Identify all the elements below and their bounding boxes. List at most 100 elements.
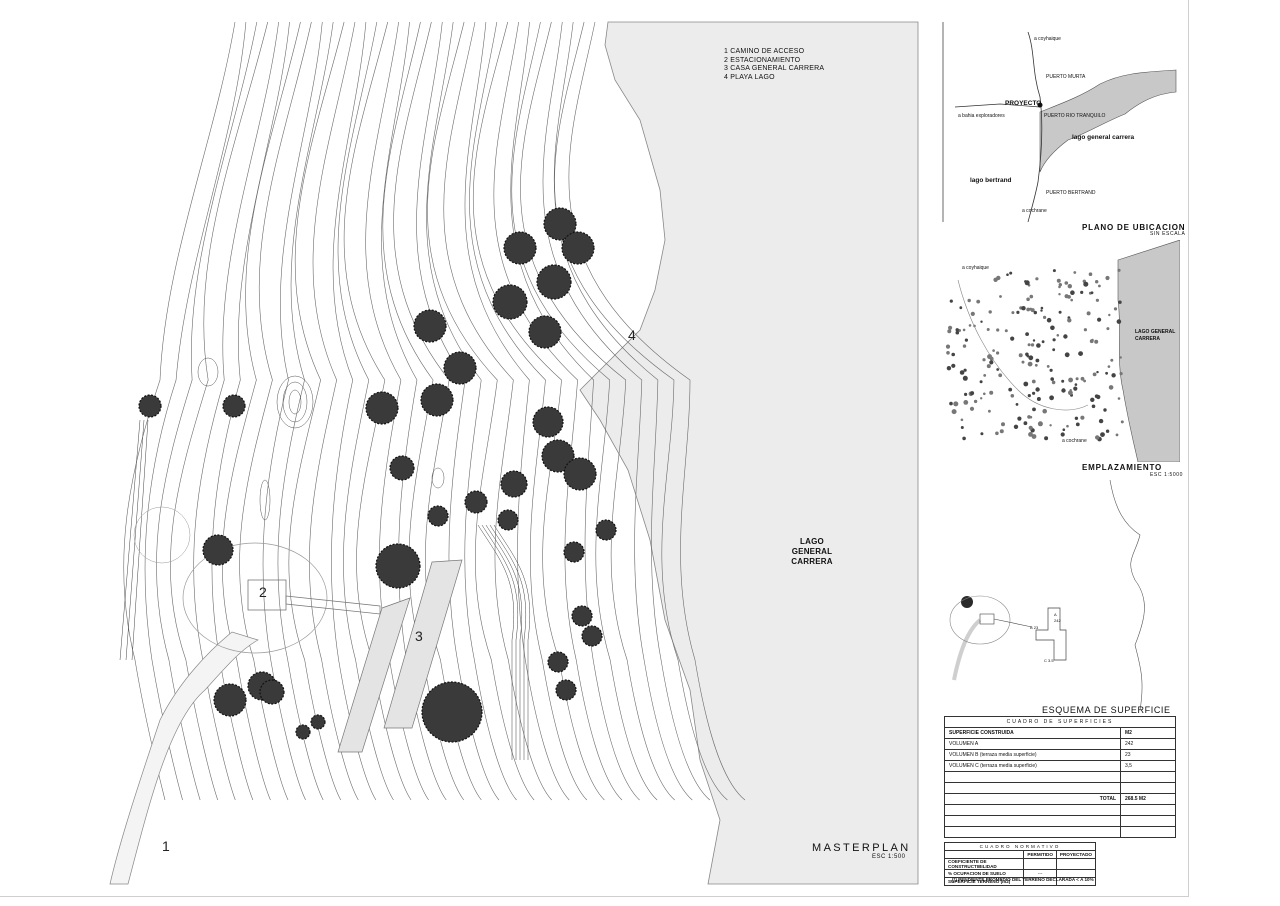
contour-line [239, 21, 312, 801]
vegetation-dot [1098, 418, 1104, 424]
vegetation-dot [996, 275, 1001, 281]
vegetation-dot [1010, 336, 1015, 341]
tree-symbol [222, 394, 246, 418]
tree-symbol [202, 534, 234, 566]
vegetation-dot [1083, 328, 1087, 332]
vegetation-dot [996, 351, 1000, 355]
contour-line [123, 21, 236, 801]
vegetation-dot [999, 429, 1004, 434]
vegetation-dot [962, 436, 966, 441]
vegetation-dot [945, 344, 951, 349]
vegetation-dot [1050, 325, 1055, 331]
tree-symbol [497, 509, 519, 531]
tree-symbol [464, 490, 488, 514]
normative-table-cell [1055, 877, 1097, 886]
plan-number-2: 2 [259, 584, 267, 600]
vegetation-dot [989, 360, 994, 365]
vegetation-dot [1068, 377, 1073, 383]
site-plan-map [945, 240, 1180, 462]
road-line [1027, 31, 1043, 222]
tree-symbol [543, 207, 577, 241]
surface-scheme [949, 480, 1145, 710]
tree-symbol [581, 625, 603, 647]
vegetation-dot [996, 328, 1000, 332]
vegetation-dot [980, 432, 984, 436]
vegetation-dot [1021, 360, 1025, 364]
vegetation-dot [1088, 272, 1093, 276]
vegetation-dot [1023, 421, 1028, 426]
vegetation-dot [960, 426, 964, 429]
vegetation-dot [983, 374, 987, 377]
vegetation-dot [1095, 435, 1100, 440]
vegetation-dot [1051, 380, 1056, 385]
contour-line [511, 21, 658, 801]
location-plan-subtitle: SIN ESCALA [1150, 231, 1186, 237]
vegetation-dot [1058, 285, 1061, 289]
tree-symbol [561, 231, 595, 265]
vegetation-dot [983, 392, 986, 396]
scheme-coast [1109, 480, 1145, 710]
vegetation-dot [1031, 379, 1036, 384]
tree-symbol [571, 605, 593, 627]
vegetation-dot [1006, 273, 1009, 276]
vegetation-dot [1117, 397, 1121, 400]
tree-symbol [555, 679, 577, 701]
vegetation-dot [986, 364, 991, 369]
vegetation-dot [960, 418, 964, 422]
site-road [957, 279, 1089, 411]
vegetation-dot [1067, 284, 1072, 289]
tree-symbol [365, 391, 399, 425]
lake-area [579, 21, 919, 885]
vegetation-dot [1001, 422, 1005, 427]
map-label: a bahia exploradores [958, 113, 1005, 119]
masterplan-drawing [109, 21, 919, 885]
surface-table-cell: 268.5 M2 [1120, 793, 1176, 805]
normative-table-title: CUADRO NORMATIVO [944, 842, 1096, 851]
vegetation-dot [1115, 433, 1119, 437]
vegetation-dot [1028, 355, 1034, 361]
contour-line [277, 21, 334, 801]
vegetation-dot [1029, 294, 1034, 299]
contour-line [542, 21, 693, 801]
vegetation-dot [1096, 394, 1101, 400]
surface-table-row [944, 771, 1176, 783]
vegetation-dot [1036, 343, 1041, 348]
vegetation-dot [1032, 339, 1036, 342]
vegetation-dot [1008, 387, 1013, 392]
surface-table-header: SUPERFICIE CONSTRUIDA [944, 727, 1121, 739]
vegetation-dot [1090, 291, 1094, 295]
legend-item: 1 CAMINO DE ACCESO [724, 48, 805, 55]
vegetation-dot [1040, 309, 1043, 312]
vegetation-dot [951, 363, 956, 368]
surface-table-title: CUADRO DE SUPERFICIES [944, 716, 1176, 728]
vegetation-dot [976, 299, 981, 304]
vegetation-dot [1105, 275, 1110, 281]
surface-scheme-title: ESQUEMA DE SUPERFICIE [1042, 705, 1171, 715]
map-label-project: PROYECTO [1005, 100, 1042, 107]
tree-symbol [532, 406, 564, 438]
vegetation-dot [946, 366, 952, 371]
vegetation-dot [1105, 429, 1110, 433]
vegetation-dot [982, 358, 986, 362]
vegetation-dot [1116, 319, 1122, 324]
contour-line [464, 21, 570, 801]
tree-symbol [563, 457, 597, 491]
normative-table-cell: SUPERFICIE TERRENO (m2) [943, 877, 1025, 886]
vegetation-dot [1027, 343, 1031, 347]
tree-symbol [528, 315, 562, 349]
vegetation-dot [1058, 283, 1062, 287]
vegetation-dot [1046, 317, 1052, 323]
map-label: PUERTO RIO TRANQUILO [1044, 113, 1106, 119]
vegetation-dot [1040, 306, 1044, 310]
lake-label-line: LAGO GENERAL [791, 537, 833, 556]
small-formations [133, 357, 445, 564]
vegetation-dot [1083, 281, 1089, 287]
vegetation-dot [1100, 432, 1105, 437]
tree-symbol [492, 284, 528, 320]
lake-general-carrera-shape [1039, 69, 1177, 173]
vegetation-dot [1119, 356, 1122, 359]
surface-table-cell [944, 804, 1121, 816]
vegetation-dot [1108, 385, 1114, 390]
location-map [942, 22, 1177, 222]
